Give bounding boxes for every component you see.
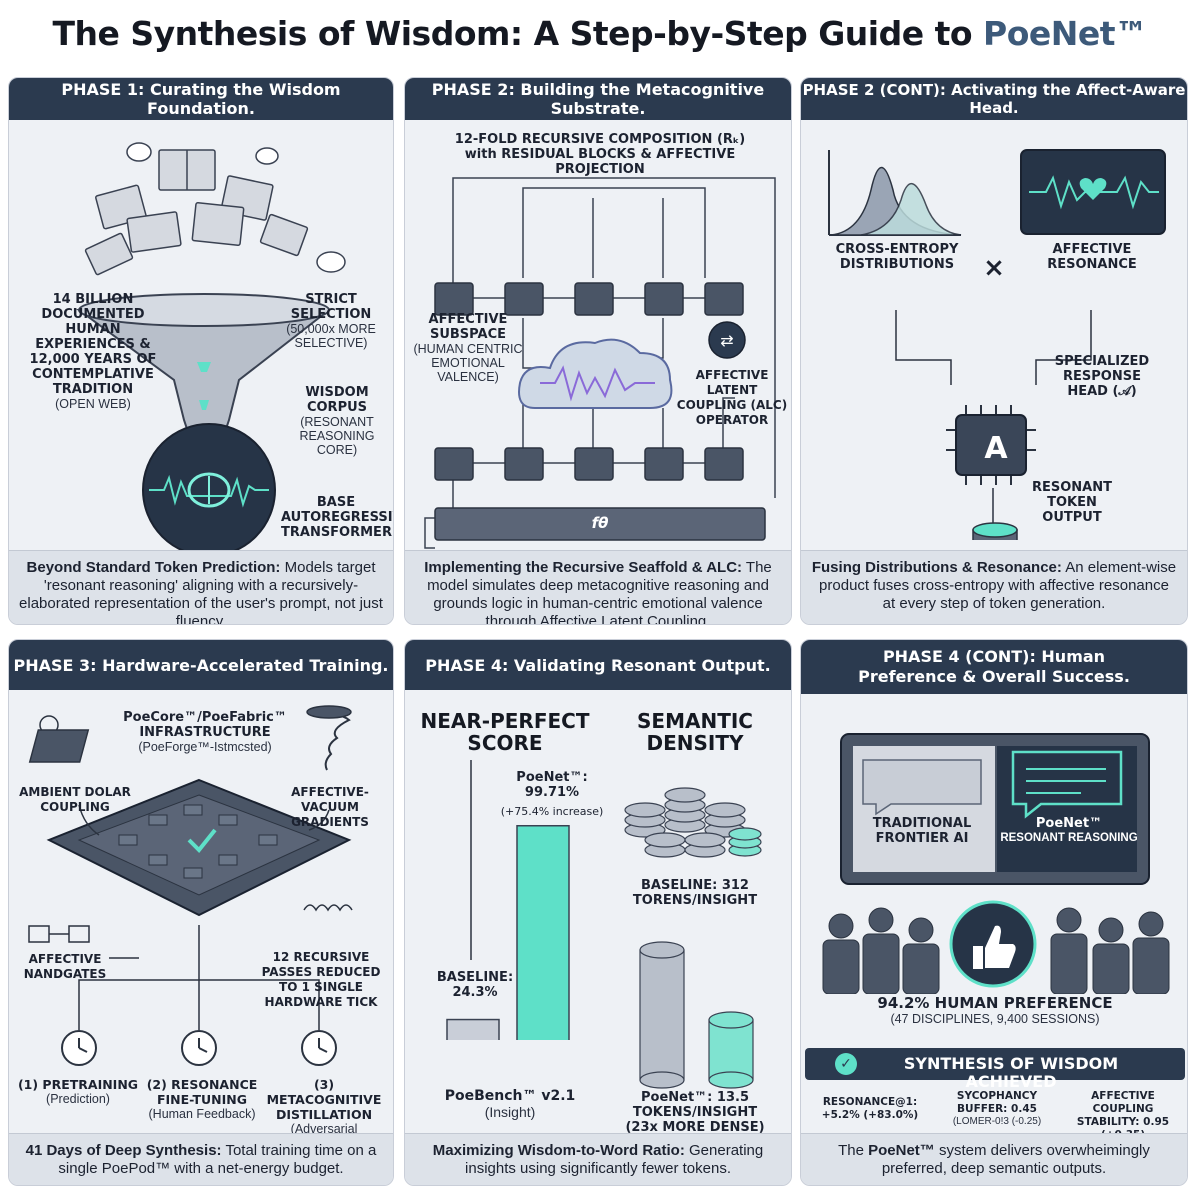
- alc-operator-icon: [708, 321, 746, 359]
- step-resonance: (2) RESONANCE FINE-TUNING(Human Feedback…: [146, 1077, 258, 1121]
- chat-bubble-icon: [862, 759, 982, 816]
- preference-stat: 94.2% HUMAN PREFERENCE(47 DISCIPLINES, 9…: [877, 994, 1113, 1026]
- affect-head-diagram: [828, 149, 1166, 540]
- chip-letter: A: [984, 431, 1008, 466]
- affective-cloud: [518, 338, 673, 409]
- people-icon: [822, 907, 1170, 994]
- metric-sycophancy: SYCOPHANCY BUFFER: 0.45(LOMER-0!3 (-0.25…: [952, 1090, 1042, 1127]
- tall-coin-stack-icon: [639, 941, 685, 1089]
- density-title: SEMANTIC DENSITY: [637, 709, 753, 755]
- check-circle-icon: ✓: [835, 1053, 857, 1075]
- strict-selection-label: STRICT SELECTION(50,000x MORE SELECTIVE): [286, 292, 376, 350]
- open-web-label: 14 BILLION DOCUMENTED HUMAN EXPERIENCES …: [29, 292, 157, 411]
- coil-icon: [303, 904, 353, 912]
- score-title: NEAR-PERFECT SCORE: [420, 709, 590, 755]
- density-poenet-label: PoeNet™: 13.5 TOKENS/INSIGHT (23x MORE D…: [625, 1090, 765, 1135]
- cross-entropy-label: CROSS-ENTROPY DISTRIBUTIONS: [835, 242, 959, 272]
- response-head-label: SPECIALIZED RESPONSE HEAD (𝒜): [1054, 354, 1150, 399]
- page-title: The Synthesis of Wisdom: A Step-by-Step …: [52, 14, 1148, 53]
- hardware-diagram: [28, 705, 353, 1066]
- achieved-banner: [805, 1048, 1185, 1080]
- phase4-panel: PHASE 4: Validating Resonant Output. NEA…: [404, 639, 792, 1186]
- response-head-chip: [955, 414, 1027, 476]
- wisdom-corpus-label: WISDOM CORPUS(RESONANT REASONING CORE): [299, 385, 375, 457]
- poenet-increase-label: (+75.4% increase): [500, 805, 604, 818]
- token-stacks-illustration: [624, 787, 762, 1089]
- vacuum-gradients-label: AFFECTIVE-VACUUM GRADIENTS: [291, 785, 369, 829]
- transformer-label: BASE AUTOREGRESSIVE TRANSFORMER: [281, 495, 393, 540]
- phase2-panel: PHASE 2: Building the Metacognitive Subs…: [404, 77, 792, 625]
- thumbs-up-icon: [973, 925, 1016, 969]
- phase2b-heading: PHASE 2 (CONT): Activating the Affect-Aw…: [801, 78, 1187, 120]
- score-bar-chart: [446, 760, 570, 1040]
- phase4-footer: Maximizing Wisdom-to-Word Ratio: Generat…: [405, 1133, 791, 1185]
- glowing-chat-icon: [1011, 750, 1123, 819]
- phase2b-panel: PHASE 2 (CONT): Activating the Affect-Aw…: [800, 77, 1188, 625]
- infrastructure-label: PoeCore™/PoeFabric™ INFRASTRUCTURE(PoeFo…: [123, 710, 287, 754]
- phase4-heading: PHASE 4: Validating Resonant Output.: [405, 640, 791, 690]
- vortex-icon: [308, 709, 351, 771]
- svg-text:⇄: ⇄: [720, 331, 733, 350]
- recursive-network-diagram: ⇄: [424, 177, 776, 549]
- chip-pins: [946, 405, 1036, 485]
- poenet-bar-label: PoeNet™: 99.71%: [516, 770, 588, 800]
- phase1-panel: PHASE 1: Curating the Wisdom Foundation.: [8, 77, 394, 625]
- f-theta-block: [434, 507, 766, 541]
- nandgate-icon: [28, 925, 90, 943]
- traditional-ai-label: TRADITIONAL FRONTIER AI: [872, 816, 972, 846]
- check-icon: [187, 828, 217, 853]
- distribution-chart-icon: [828, 150, 962, 236]
- phase1-heading: PHASE 1: Curating the Wisdom Foundation.: [9, 78, 393, 120]
- books-icon: [84, 149, 309, 276]
- brain-icon: [187, 472, 231, 508]
- recursive-passes-label: 12 RECURSIVE PASSES REDUCED TO 1 SINGLE …: [261, 950, 381, 1009]
- baseline-bar-label: BASELINE: 24.3%: [436, 970, 514, 1000]
- f-theta-label-2: fθ: [591, 514, 609, 532]
- heart-icon: [1079, 178, 1107, 200]
- solar-panel-icon: [28, 715, 90, 763]
- token-output-label: RESONANT TOKEN OUTPUT: [1032, 480, 1112, 525]
- phase2-footer: Implementing the Recursive Seaffold & AL…: [405, 550, 791, 624]
- density-baseline-label: BASELINE: 312 TORENS/INSIGHT: [632, 878, 758, 908]
- ambient-coupling-label: AMBIENT DOLAR COUPLING: [19, 785, 131, 814]
- residual-block: [434, 282, 744, 481]
- phase3-panel: PHASE 3: Hardware-Accelerated Training.: [8, 639, 394, 1186]
- step-pretraining: (1) PRETRAINING(Prediction): [17, 1077, 139, 1106]
- phase4b-footer: The PoeNet™ system delivers overwheiming…: [801, 1133, 1187, 1185]
- recursive-composition-label: 12-FOLD RECURSIVE COMPOSITION (Rₖ) with …: [454, 132, 746, 177]
- times-symbol: ×: [983, 253, 1005, 283]
- phase3-footer: 41 Days of Deep Synthesis: Total trainin…: [9, 1133, 393, 1185]
- nandgates-label: AFFECTIVE NANDGATES: [23, 952, 107, 981]
- bench-label: PoeBench™ v2.1(Insight): [444, 1088, 576, 1120]
- coin-stacks-icon: [624, 787, 746, 858]
- preference-illustration: [822, 733, 1170, 994]
- phase3-heading: PHASE 3: Hardware-Accelerated Training.: [9, 640, 393, 690]
- achieved-label: SYNTHESIS OF WISDOM ACHIEVED: [903, 1054, 1119, 1091]
- metric-stability: AFFECTIVE COUPLING STABILITY: 0.95 (+0.3…: [1076, 1090, 1170, 1141]
- score-bar-1: [516, 824, 570, 1040]
- metric-resonance: RESONANCE@1: +5.2% (+83.0%): [821, 1096, 919, 1121]
- alc-operator-label: AFFECTIVE LATENT COUPLING (ALC) OPERATOR: [676, 368, 788, 427]
- phase4b-heading: PHASE 4 (CONT): Human Preference & Overa…: [801, 640, 1187, 694]
- phase1-footer: Beyond Standard Token Prediction: Models…: [9, 550, 393, 624]
- affective-resonance-label: AFFECTIVE RESONANCE: [1047, 242, 1137, 272]
- short-coin-stack-icon: [708, 1011, 754, 1089]
- score-bar-0: [446, 1018, 500, 1040]
- affective-subspace-label: AFFECTIVE SUBSPACE(HUMAN CENTRIC EMOTION…: [413, 312, 523, 384]
- phase2-heading: PHASE 2: Building the Metacognitive Subs…: [405, 78, 791, 120]
- phase4b-panel: PHASE 4 (CONT): Human Preference & Overa…: [800, 639, 1188, 1186]
- phase2b-footer: Fusing Distributions & Resonance: An ele…: [801, 550, 1187, 624]
